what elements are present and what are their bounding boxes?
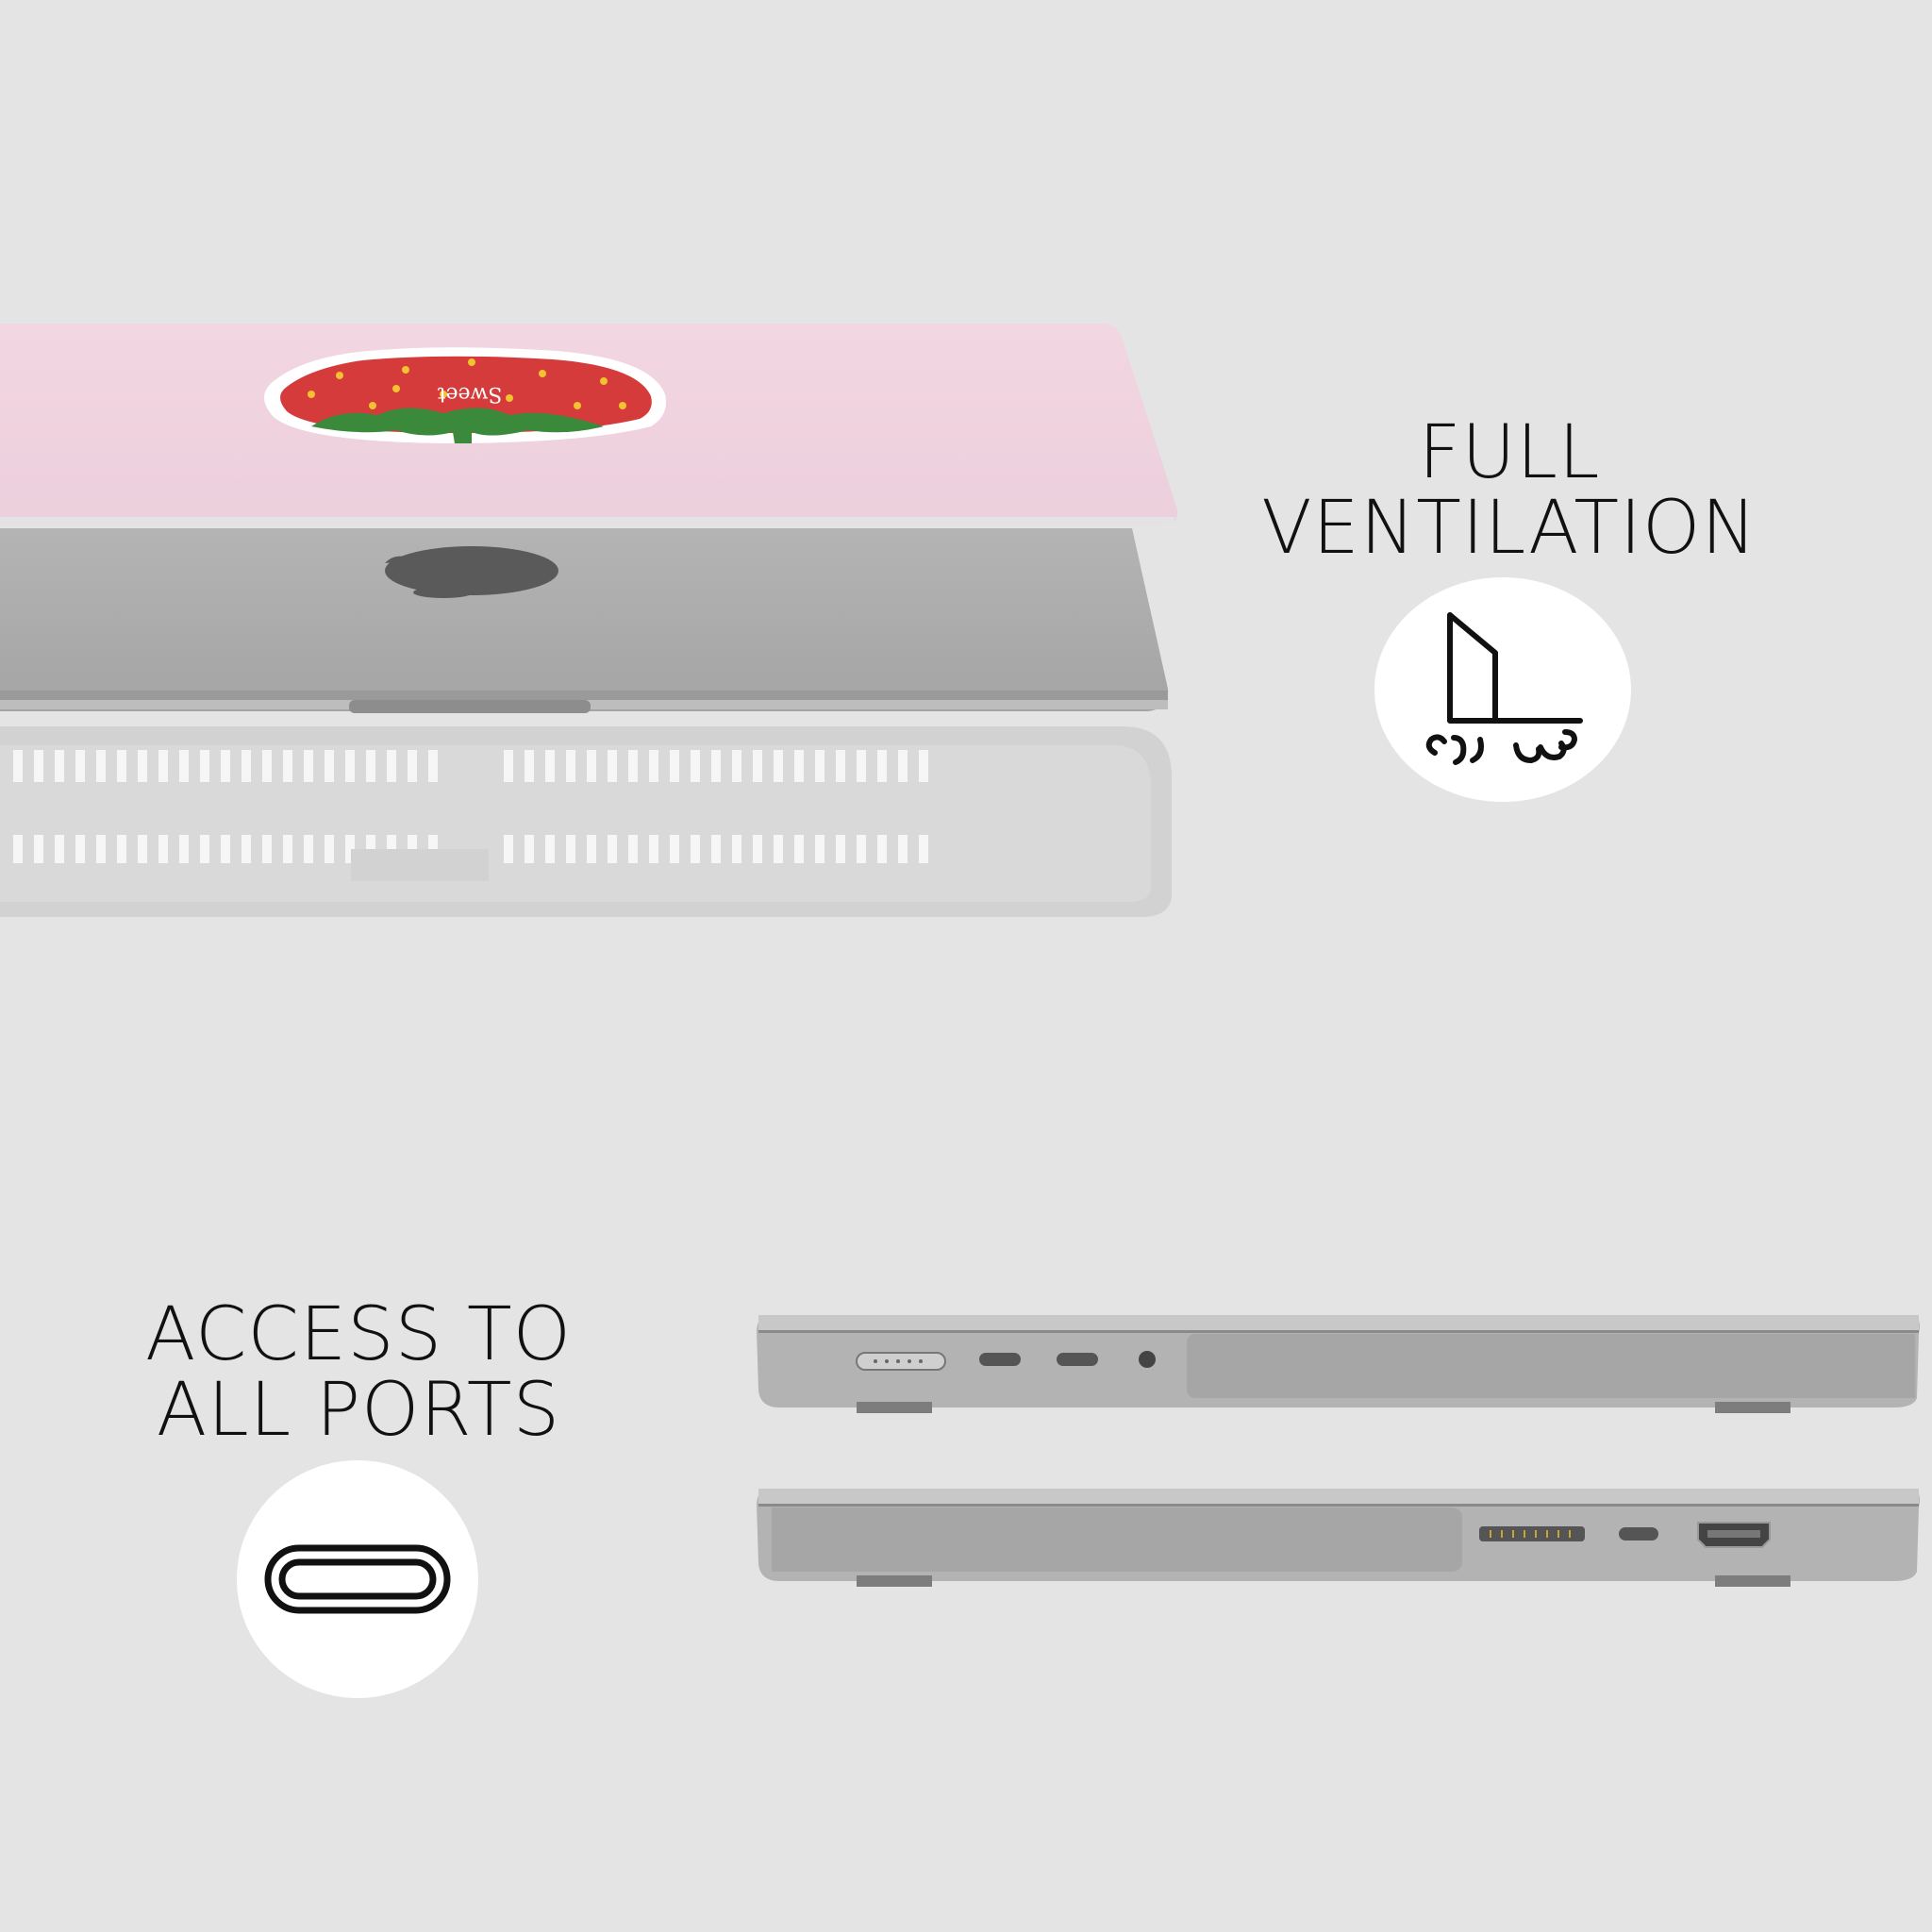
usb-c-port-2-icon <box>1057 1353 1098 1366</box>
bottom-shell <box>0 726 1172 917</box>
headphone-jack-icon <box>1139 1351 1156 1368</box>
usb-c-port-3-icon <box>1619 1527 1658 1541</box>
laptop-side-view-right <box>757 1489 1920 1587</box>
ventilation-caption-line1: FULL <box>1418 410 1601 495</box>
usb-c-port-1-icon <box>979 1353 1021 1366</box>
svg-text:Sweet: Sweet <box>437 382 502 406</box>
laptop-case-illustration: Sweet <box>0 324 1178 917</box>
laptop-lid <box>0 528 1169 713</box>
ports-caption-line2: ALL PORTS <box>156 1368 561 1453</box>
ports-caption: ACCESS TO ALL PORTS <box>57 1297 660 1448</box>
ports-caption-line1: ACCESS TO <box>144 1292 573 1377</box>
apple-logo-icon <box>385 546 558 598</box>
laptop-side-view-left <box>757 1315 1920 1413</box>
ventilation-caption: FULL VENTILATION <box>1217 415 1802 566</box>
sd-card-slot-icon <box>1479 1526 1585 1541</box>
magsafe-port-icon <box>856 1352 946 1371</box>
ventilation-caption-line2: VENTILATION <box>1261 486 1757 571</box>
hdmi-port-icon <box>1697 1522 1771 1548</box>
usb-c-port-icon <box>237 1460 478 1698</box>
strawberry-sticker: Sweet <box>264 347 666 443</box>
airflow-fan-icon <box>1374 577 1631 802</box>
vent-slots-upper <box>13 750 928 782</box>
